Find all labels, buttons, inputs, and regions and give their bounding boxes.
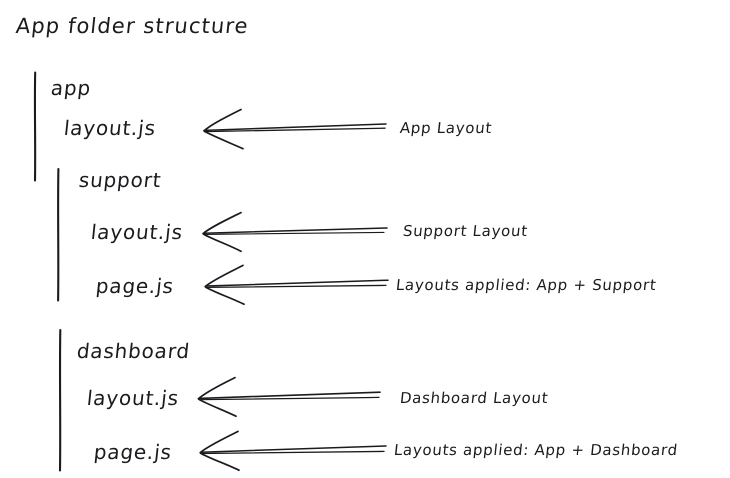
annotation-dashboard-layout: Dashboard Layout [399, 389, 550, 407]
annotation-dashboard-page: Layouts applied: App + Dashboard [393, 441, 679, 459]
annotation-app-layout: App Layout [399, 119, 494, 137]
arrow-dashboard-page [199, 430, 387, 472]
tree-node-support-layout-js: layout.js [89, 220, 185, 244]
tree-node-app: app [49, 76, 93, 100]
tree-node-dashboard-page-js: page.js [92, 440, 174, 464]
arrow-dashboard-layout [197, 376, 381, 418]
tree-node-support-page-js: page.js [94, 274, 176, 298]
tree-node-support: support [77, 168, 163, 192]
arrow-app-layout [203, 108, 387, 150]
tree-node-dashboard: dashboard [75, 339, 192, 363]
tree-node-app-layout-js: layout.js [62, 116, 158, 140]
tree-node-dashboard-layout-js: layout.js [85, 386, 181, 410]
page-title: App folder structure [14, 14, 250, 38]
arrow-support-layout [202, 211, 388, 253]
annotation-support-page: Layouts applied: App + Support [395, 276, 658, 294]
annotation-support-layout: Support Layout [402, 222, 529, 240]
arrow-support-page [204, 264, 389, 306]
